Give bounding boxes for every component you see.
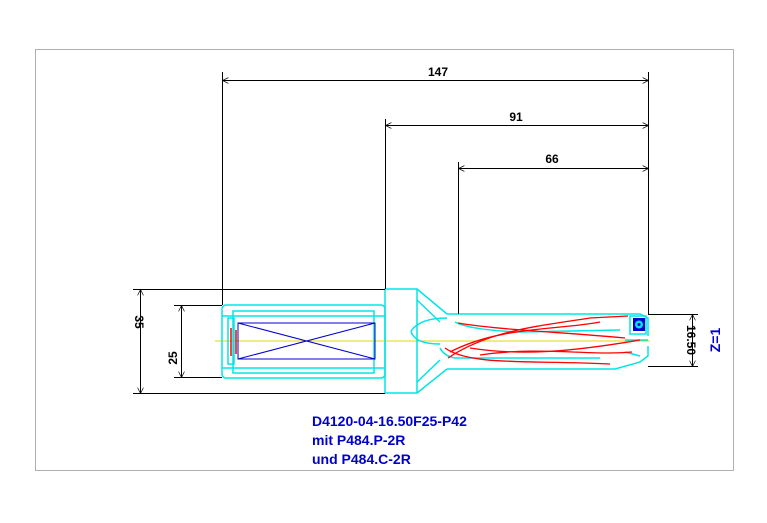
flange (384, 288, 448, 394)
caption-line-part-number: D4120-04-16.50F25-P42 (312, 413, 467, 429)
dim-drill-length: 66 (545, 152, 559, 166)
flutes (444, 315, 641, 365)
clamping-flat (237, 322, 376, 360)
shank-chamfer-detail (230, 328, 237, 356)
caption-line-insert-c: und P484.C-2R (312, 451, 411, 467)
insert-icon (633, 318, 645, 331)
dim-drill-diameter: 16.50 (684, 325, 698, 355)
shank (221, 304, 386, 379)
caption-line-insert-p: mit P484.P-2R (312, 432, 406, 448)
part-caption: D4120-04-16.50F25-P42 mit P484.P-2R und … (312, 412, 467, 469)
dimension-lines (141, 81, 693, 394)
dim-flange-diameter: 35 (132, 315, 146, 329)
extension-lines (133, 72, 698, 394)
dim-shank-diameter: 25 (166, 351, 180, 365)
flute-count-label: Z=1 (707, 328, 723, 353)
drawing-frame (35, 49, 734, 471)
dim-overall-length: 147 (428, 65, 448, 79)
dim-body-length: 91 (509, 110, 523, 124)
